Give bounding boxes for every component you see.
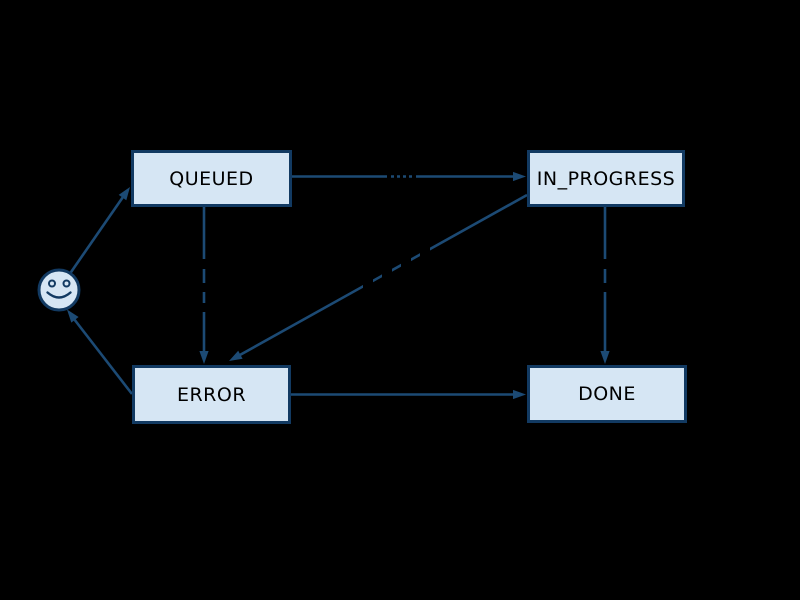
ink-trace <box>599 259 612 269</box>
arrowhead <box>118 187 130 201</box>
edge-start-to-queued <box>69 187 130 274</box>
edge-error-to-start <box>67 309 134 395</box>
arrowhead <box>199 351 209 364</box>
state-label: ERROR <box>176 383 247 406</box>
edge-queued-to-error <box>199 207 209 364</box>
edge-in-progress-to-done <box>600 207 610 364</box>
ink-trace <box>400 171 403 182</box>
edge-in-progress-to-error <box>229 193 528 361</box>
edge-line <box>72 318 134 395</box>
state-node-in-progress: IN_PROGRESS <box>527 150 685 207</box>
edge-label-ink-traces <box>198 171 612 312</box>
state-node-done: DONE <box>527 365 687 423</box>
state-label: QUEUED <box>169 167 254 190</box>
ink-trace <box>406 171 409 182</box>
ink-trace <box>198 283 211 292</box>
arrowhead <box>229 350 243 361</box>
edge-error-to-done <box>290 389 526 400</box>
arrowhead <box>513 171 526 182</box>
ink-trace <box>394 171 397 182</box>
smiley-head <box>37 268 81 312</box>
ink-trace <box>412 171 416 182</box>
edge-line <box>69 195 125 274</box>
state-node-queued: QUEUED <box>131 150 292 207</box>
ink-trace <box>198 259 211 269</box>
smiley-right-eye <box>62 279 71 288</box>
state-label: IN_PROGRESS <box>536 167 676 190</box>
ink-trace <box>420 247 430 257</box>
state-node-error: ERROR <box>132 365 291 424</box>
ink-trace <box>387 171 391 182</box>
ink-trace <box>401 257 411 267</box>
ink-trace <box>599 283 612 292</box>
ink-trace <box>382 268 392 278</box>
arrowhead <box>513 389 526 400</box>
ink-trace <box>198 303 211 312</box>
state-label: DONE <box>578 383 636 405</box>
arrowhead <box>600 351 610 364</box>
smiley-left-eye <box>48 279 56 288</box>
smiley-face-icon <box>37 268 81 312</box>
ink-trace <box>363 279 373 289</box>
smiley-mouth <box>46 291 72 299</box>
arrowhead <box>67 309 79 323</box>
